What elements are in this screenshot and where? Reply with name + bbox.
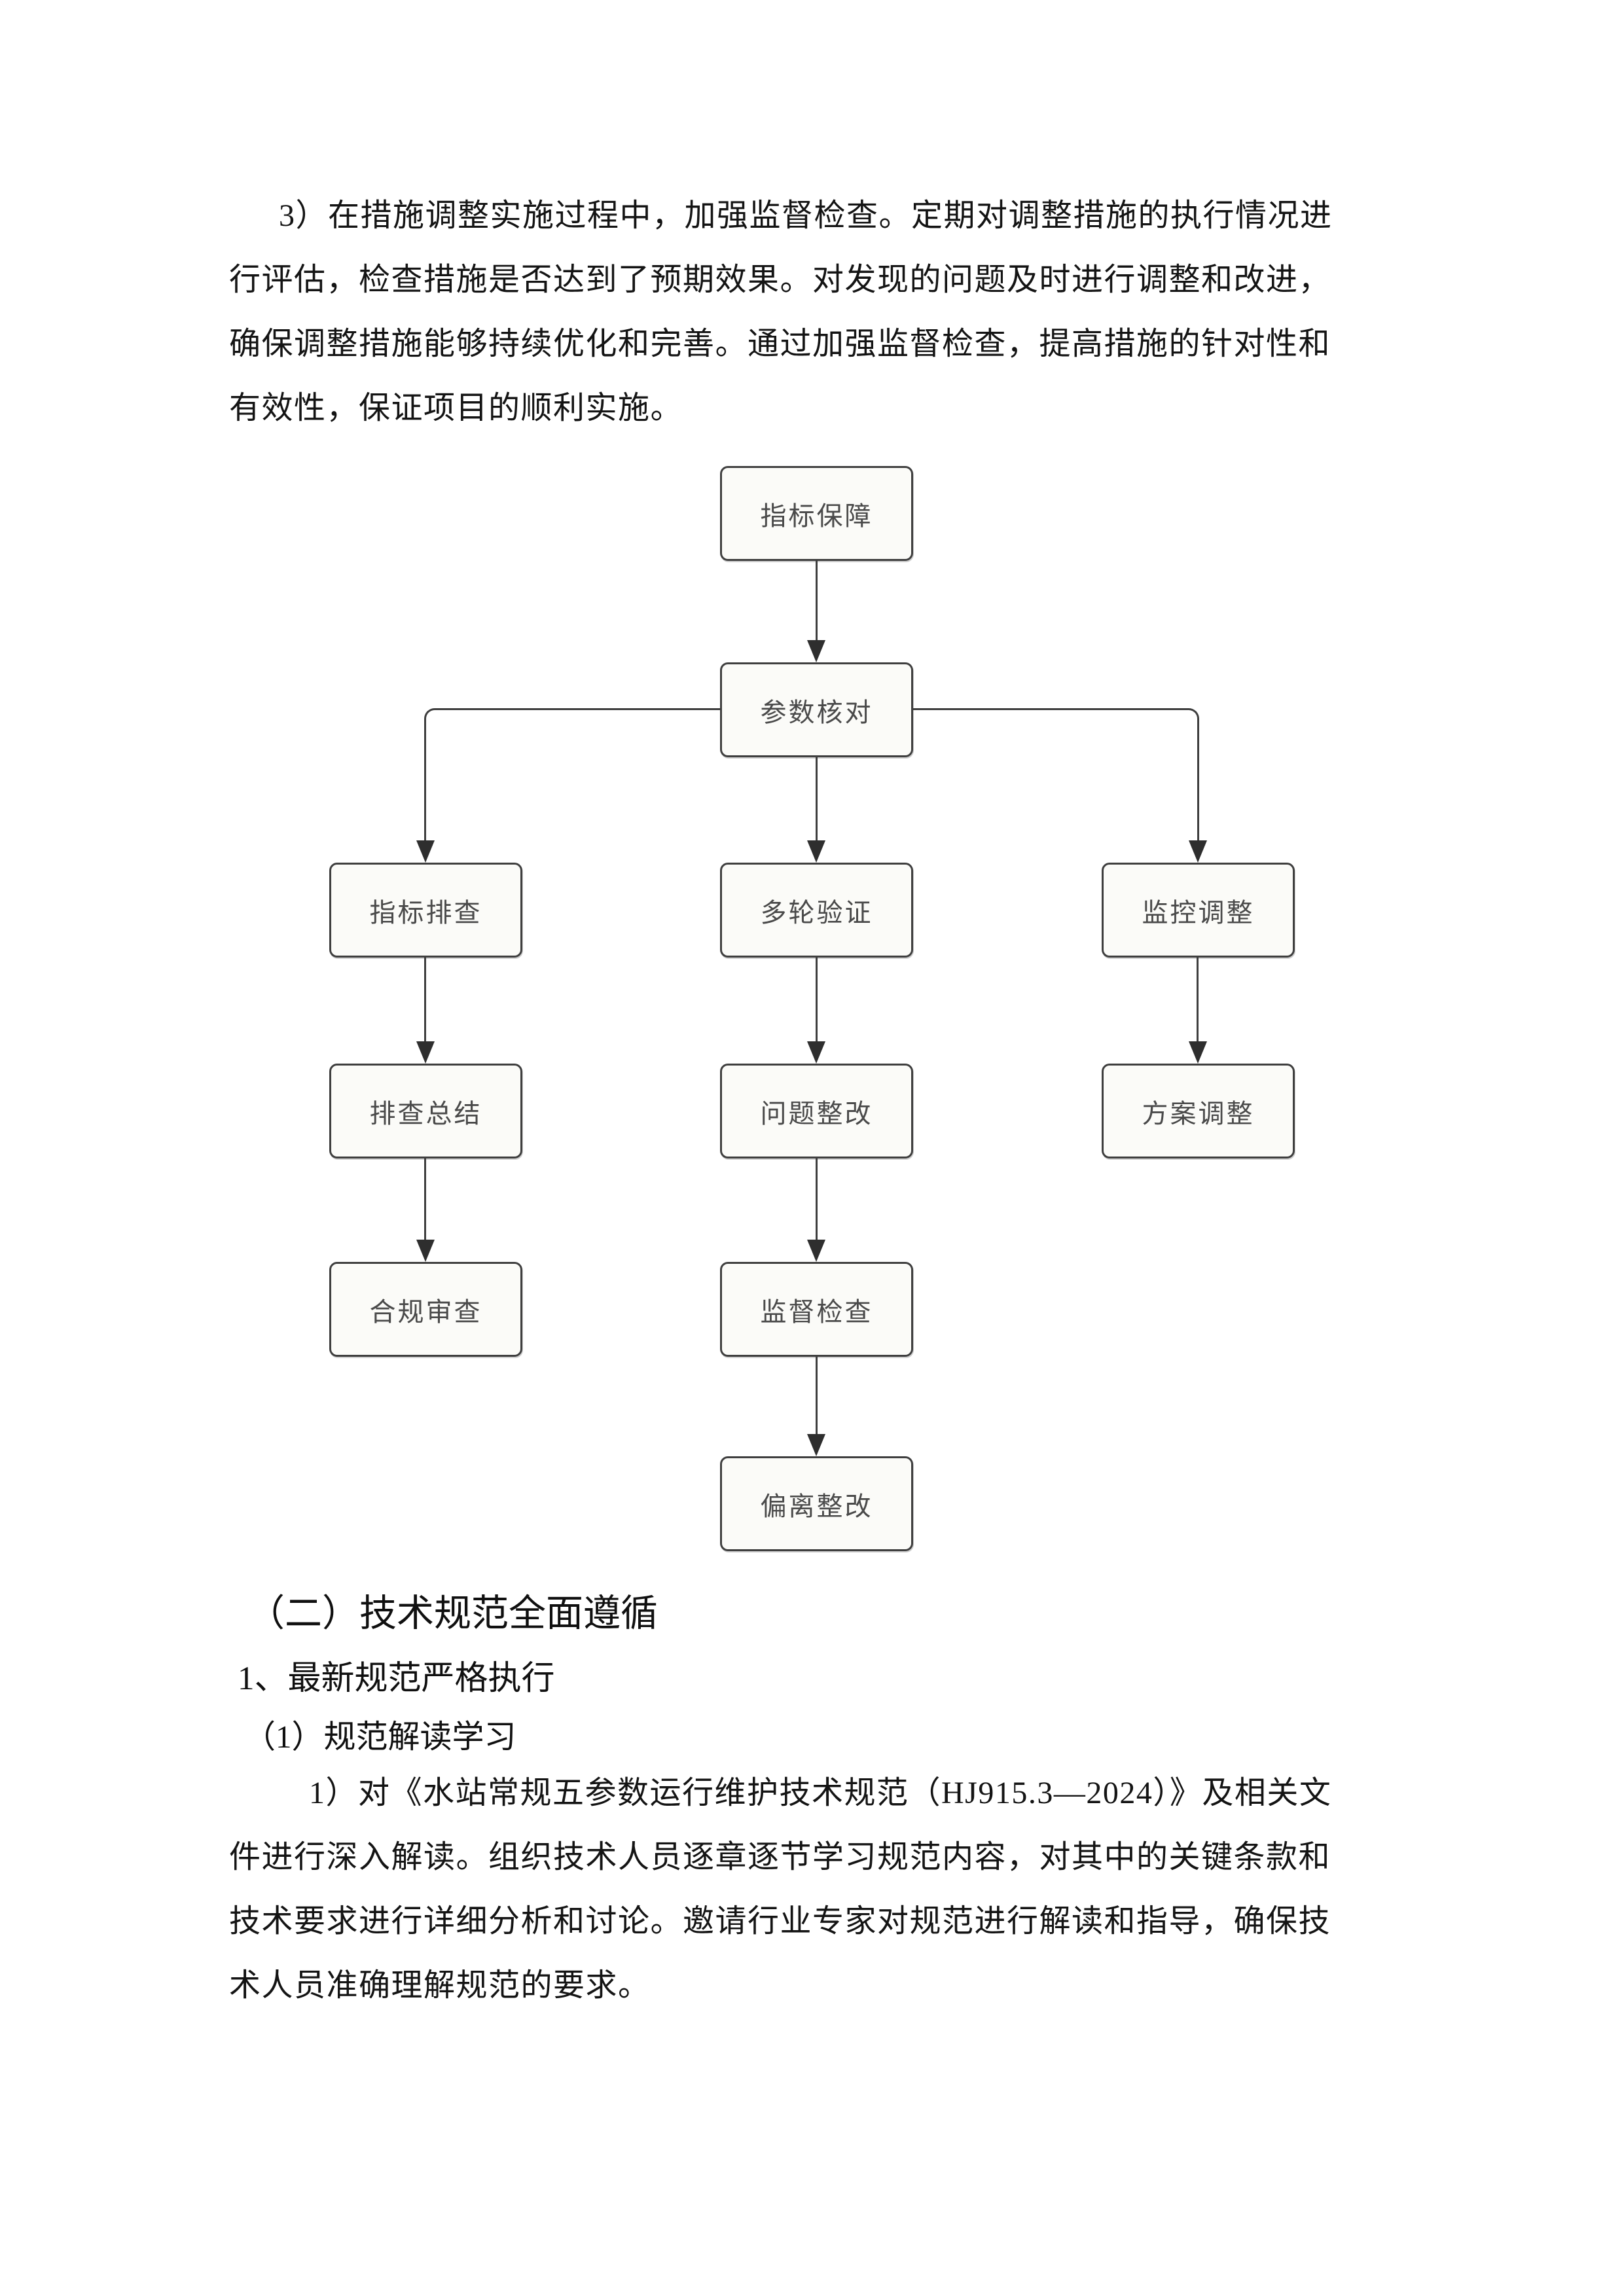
arrow-down-icon: [416, 840, 435, 863]
text-line: 件进行深入解读。组织技术人员逐章逐节学习规范内容，对其中的关键条款和: [229, 1840, 1331, 1874]
connector-line: [816, 1357, 818, 1435]
arrow-down-icon: [807, 1434, 825, 1456]
flow-node-indicator-investigation: 指标排查: [329, 863, 522, 958]
text-line: 术人员准确理解规范的要求。: [229, 1968, 651, 2003]
text-line: 确保调整措施能够持续优化和完善。通过加强监督检查，提高措施的针对性和: [229, 327, 1331, 361]
arrow-down-icon: [416, 1041, 435, 1064]
top-paragraph: 3）在措施调整实施过程中，加强监督检查。定期对调整措施的执行情况进 行评估，检查…: [229, 184, 1407, 440]
connector-elbow-left: [424, 708, 720, 842]
text-line: 行评估，检查措施是否达到了预期效果。对发现的问题及时进行调整和改进，: [229, 262, 1331, 297]
section-heading: （二）技术规范全面遵循: [247, 1593, 658, 1634]
connector-elbow-right: [913, 708, 1199, 842]
arrow-down-icon: [807, 1240, 825, 1262]
flow-node-monitoring-adjustment: 监控调整: [1102, 863, 1295, 958]
flow-node-compliance-review: 合规审查: [329, 1262, 522, 1357]
flow-node-supervision-inspection: 监督检查: [720, 1262, 913, 1357]
text-line: 3）在措施调整实施过程中，加强监督检查。定期对调整措施的执行情况进: [279, 198, 1333, 233]
flow-node-indicator-assurance: 指标保障: [720, 466, 913, 561]
flow-node-plan-adjustment: 方案调整: [1102, 1064, 1295, 1158]
clause-heading: （1）规范解读学习: [244, 1719, 516, 1755]
flow-node-deviation-rectification: 偏离整改: [720, 1456, 913, 1551]
connector-line: [1197, 958, 1199, 1043]
connector-line: [816, 1158, 818, 1241]
text-line: 1）对《水站常规五参数运行维护技术规范（HJ915.3—2024）》及相关文: [309, 1776, 1332, 1810]
flow-node-parameter-check: 参数核对: [720, 662, 913, 757]
connector-line: [424, 958, 426, 1043]
arrow-down-icon: [807, 640, 825, 662]
arrow-down-icon: [1189, 1041, 1207, 1064]
text-line: 技术要求进行详细分析和讨论。邀请行业专家对规范进行解读和指导，确保技: [229, 1904, 1331, 1939]
subsection-heading: 1、最新规范严格执行: [238, 1660, 555, 1697]
arrow-down-icon: [807, 840, 825, 863]
connector-line: [816, 958, 818, 1043]
text-line: 有效性，保证项目的顺利实施。: [229, 391, 683, 425]
flow-node-multi-round-verification: 多轮验证: [720, 863, 913, 958]
flow-node-investigation-summary: 排查总结: [329, 1064, 522, 1158]
bottom-paragraph: 1）对《水站常规五参数运行维护技术规范（HJ915.3—2024）》及相关文 件…: [229, 1761, 1407, 2018]
arrow-down-icon: [1189, 840, 1207, 863]
connector-line: [816, 561, 818, 641]
connector-line: [816, 757, 818, 842]
flow-node-issue-rectification: 问题整改: [720, 1064, 913, 1158]
arrow-down-icon: [807, 1041, 825, 1064]
arrow-down-icon: [416, 1240, 435, 1262]
connector-line: [424, 1158, 426, 1241]
